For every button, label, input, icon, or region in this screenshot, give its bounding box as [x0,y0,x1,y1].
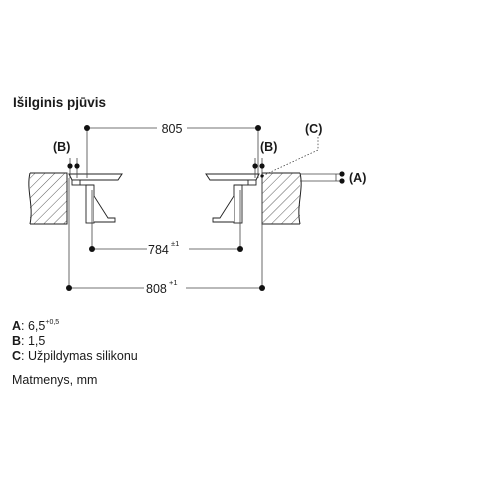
callout-b-right: (B) [252,140,277,178]
legend-key-c: C [12,349,22,363]
dim-808-tolerance: +1 [169,278,178,287]
dim-784-tolerance: ±1 [171,239,179,248]
units-note: Matmenys, mm [12,373,98,387]
callout-a-label: (A) [349,171,366,185]
section-title: Išilginis pjūvis [13,95,107,110]
dimension-784: 784 ±1 [89,190,243,257]
callout-b-left: (B) [53,140,80,178]
legend-value-c: Užpildymas silikonu [27,349,138,363]
dim-805-label: 805 [162,122,183,136]
dim-808-label: 808 [146,282,167,296]
hob-frame-left [68,173,123,224]
legend-row-a: A: 6,5+0,5 [12,319,60,333]
legend-key-b: B [12,334,22,348]
countertop-left [28,172,68,225]
hob-frame-right [205,173,260,224]
legend: A: 6,5+0,5 B: 1,5 C: Užpildymas silikonu [12,315,138,364]
legend-row-c: C: Užpildymas silikonu [12,349,138,363]
legend-key-a: A [12,319,22,333]
callout-b-left-label: (B) [53,140,70,154]
legend-row-b: B: 1,5 [12,334,46,348]
callout-a: (A) [300,171,366,185]
callout-c: (C) [260,122,322,178]
dimension-808: 808 +1 [66,178,265,296]
legend-tolerance-a: +0,5 [45,319,60,326]
dim-784-label: 784 [148,243,169,257]
legend-value-b: 1,5 [27,334,46,348]
callout-b-right-label: (B) [260,140,277,154]
dimension-805: 805 [84,121,261,178]
countertop-right [261,172,302,225]
callout-c-label: (C) [305,122,322,136]
legend-value-a: 6,5 [27,319,46,333]
